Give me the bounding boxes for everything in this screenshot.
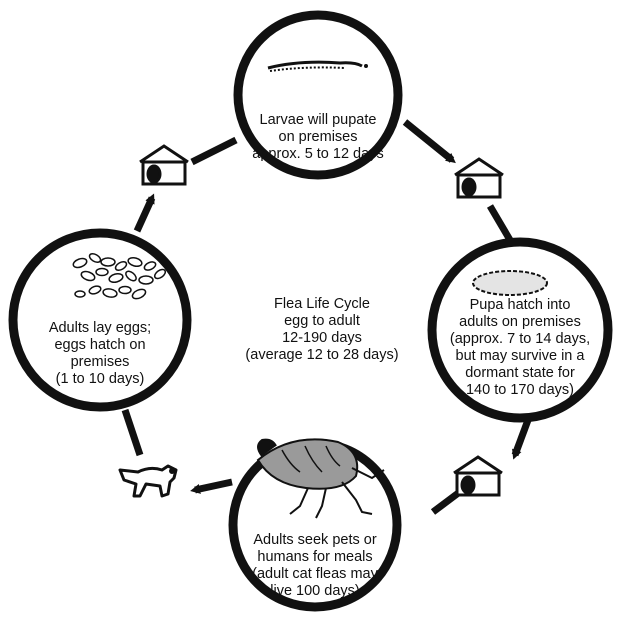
stage-text-line: approx. 5 to 12 days	[252, 146, 384, 162]
connector-dog-to-eggs	[121, 408, 144, 457]
larva-icon	[267, 60, 368, 72]
stage-text-line: premises	[70, 354, 130, 370]
stage-text-pupa: Pupa hatch into adults on premises (appr…	[440, 297, 600, 399]
stage-text-line: live 100 days)	[270, 583, 360, 599]
connector-eggs-to-house	[133, 193, 156, 233]
stage-text-line: eggs hatch on	[54, 337, 146, 353]
stage-circle-larvae	[233, 10, 403, 180]
stage-text-line: Adults lay eggs;	[48, 320, 152, 336]
cycle-summary-line: 12-190 days	[282, 330, 362, 346]
cycle-summary: Flea Life Cycle egg to adult 12-190 days…	[237, 296, 407, 364]
stage-text-line: (approx. 7 to 14 days,	[449, 331, 591, 347]
cycle-summary-line: (average 12 to 28 days)	[245, 347, 399, 363]
stage-text-line: adults on premises	[459, 314, 581, 330]
cycle-summary-line: egg to adult	[284, 313, 360, 329]
stage-text-larvae: Larvae will pupate on premises approx. 5…	[243, 112, 393, 163]
stage-text-adults-feed: Adults seek pets or humans for meals (ad…	[235, 532, 395, 600]
eggs-icon	[72, 252, 167, 300]
stage-text-line: (1 to 10 days)	[55, 371, 145, 387]
connector-house-to-pupa	[486, 204, 514, 242]
pupa-icon	[472, 270, 548, 296]
stage-text-eggs: Adults lay eggs; eggs hatch on premises …	[35, 320, 165, 388]
stage-text-line: on premises	[278, 129, 358, 145]
cycle-summary-title: Flea Life Cycle	[274, 296, 370, 312]
stage-text-line: but may survive in a	[455, 348, 585, 364]
doghouse-icon	[454, 157, 504, 199]
dog-icon	[118, 464, 178, 498]
flea-icon	[256, 438, 385, 519]
connector-house-to-larvae	[190, 136, 238, 166]
stage-text-line: Larvae will pupate	[259, 112, 377, 128]
stage-text-line: Adults seek pets or	[253, 532, 377, 548]
connector-adults-to-dog	[190, 478, 233, 494]
doghouse-icon	[139, 144, 189, 186]
stage-text-line: 140 to 170 days)	[465, 382, 575, 398]
connector-larvae-to-house	[402, 119, 456, 164]
stage-text-line: dormant state for	[465, 365, 575, 381]
stage-text-line: humans for meals	[257, 549, 373, 565]
doghouse-icon	[453, 455, 503, 497]
stage-text-line: (adult cat fleas may	[252, 566, 378, 582]
stage-text-line: Pupa hatch into	[469, 297, 571, 313]
